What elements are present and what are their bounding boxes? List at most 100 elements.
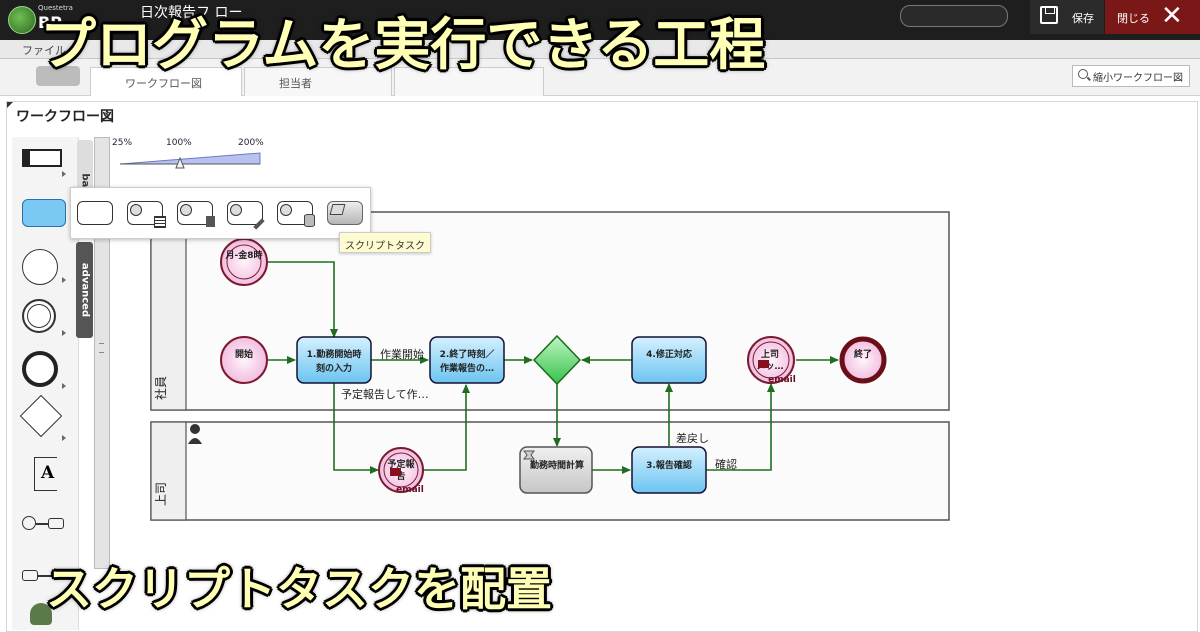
task-3-label: 3.報告確認 <box>646 459 692 471</box>
script-task: 勤務時間計算 <box>519 446 593 494</box>
popup-data-task[interactable] <box>277 201 315 227</box>
palette-tab-advanced-label: advanced <box>79 262 90 318</box>
palette-end-event[interactable] <box>22 351 58 387</box>
save-icon <box>1040 6 1058 24</box>
swimlane-employee: 社員 <box>150 211 950 411</box>
task-4-label: 4.修正対応 <box>646 348 692 360</box>
edge-label-send-back: 差戻し <box>676 431 709 445</box>
tab-workflow-diagram[interactable]: ワークフロー図 <box>90 67 242 96</box>
shape-palette: A <box>12 137 79 630</box>
expand-arrow-icon <box>62 435 66 441</box>
document-title: 日次報告フ ロー <box>140 5 243 21</box>
zoom-max-label: 200% <box>238 138 264 148</box>
edge-label-confirm: 確認 <box>715 457 737 471</box>
end-event: 終了 <box>839 336 887 384</box>
app-logo-label: Questetra <box>38 4 73 12</box>
swimlane-label: 社員 <box>153 376 168 400</box>
envelope-icon <box>758 360 769 368</box>
timer-start-event: 月-金8時 <box>220 238 268 286</box>
app-logo-sub: BP <box>38 13 62 32</box>
mini-workflow-label: 縮小ワークフロー図 <box>1093 73 1183 84</box>
close-icon: ✕ <box>1161 1 1183 31</box>
message-end-line2: メッ… <box>756 361 783 372</box>
timer-start-label: 月-金8時 <box>225 249 263 261</box>
pencil-icon <box>253 218 265 230</box>
expand-arrow-icon <box>62 383 66 389</box>
edge-label-schedule-report: 予定報告して作… <box>341 387 429 401</box>
palette-annotation[interactable]: A <box>34 457 57 491</box>
mini-workflow-button[interactable]: 縮小ワークフロー図 <box>1072 65 1190 87</box>
expand-arrow-icon <box>62 330 66 336</box>
start-event: 開始 <box>220 336 268 384</box>
popup-pdf-task[interactable] <box>177 201 215 227</box>
overlay-caption: スクリプトタスクを配置 <box>46 562 552 616</box>
tab-assignees[interactable]: 担当者 <box>244 67 392 96</box>
task-2-line2: 作業報告の… <box>440 362 494 374</box>
envelope-icon <box>390 468 401 476</box>
workflow-canvas[interactable]: 社員 上司 作業開始 予定報告して作… 差戻し 確認 月-金8時 <box>110 200 970 540</box>
palette-scrollbar[interactable] <box>94 137 110 569</box>
save-button-label: 保存 <box>1072 12 1094 25</box>
palette-tab-advanced[interactable]: advanced <box>76 242 93 338</box>
tab-label: 担当者 <box>279 77 312 90</box>
palette-task[interactable] <box>22 199 66 227</box>
task-2-line1: 2.終了時刻／ <box>440 348 495 360</box>
task-1: 1.勤務開始時 刻の入力 <box>296 336 372 384</box>
end-label: 終了 <box>854 348 872 360</box>
expand-arrow-icon <box>62 171 66 177</box>
person-icon <box>188 424 202 444</box>
message-end-line1: 上司 <box>761 348 779 360</box>
edge-task1-to-intermediate <box>333 383 379 474</box>
task-3: 3.報告確認 <box>631 446 707 494</box>
script-task-tooltip: スクリプトタスク <box>339 232 431 253</box>
message-end-badge: email <box>768 375 796 385</box>
database-icon <box>304 214 315 227</box>
panel-title: ワークフロー図 <box>16 109 114 125</box>
intermediate-line1: 予定報 <box>387 458 415 470</box>
popup-script-task[interactable] <box>327 201 363 225</box>
task-2: 2.終了時刻／ 作業報告の… <box>429 336 505 384</box>
save-button[interactable]: 保存 <box>1030 0 1104 34</box>
edge-timer-to-task1 <box>267 261 338 338</box>
magnifier-icon <box>1078 69 1088 79</box>
expand-arrow-icon <box>62 277 66 283</box>
edge-intermediate-to-task2 <box>420 384 470 471</box>
zoom-mid-label: 100% <box>166 138 192 148</box>
start-label: 開始 <box>235 348 253 360</box>
intermediate-message-event: 予定報 告 email <box>378 447 424 495</box>
palette-message-flow[interactable] <box>22 515 68 533</box>
back-button[interactable] <box>36 66 80 86</box>
palette-swimlane[interactable] <box>22 149 62 167</box>
palette-start-event[interactable] <box>22 249 58 285</box>
app-topbar: Questetra BP 日次報告フ ロー 保存 閉じる ✕ <box>0 0 1200 40</box>
collapse-corner-icon[interactable] <box>7 102 13 108</box>
sequence-flows <box>267 261 839 474</box>
palette-gateway[interactable] <box>19 394 63 438</box>
close-button[interactable]: 閉じる ✕ <box>1105 0 1200 34</box>
popup-edit-task[interactable] <box>227 201 265 230</box>
zoom-min-label: 25% <box>112 138 133 148</box>
top-search-field[interactable] <box>900 5 1008 27</box>
calculator-icon <box>154 216 166 228</box>
edge-label-work-start: 作業開始 <box>380 347 424 361</box>
palette-data-store[interactable] <box>30 603 52 625</box>
popup-human-task[interactable] <box>77 201 113 225</box>
script-icon <box>329 204 346 215</box>
palette-sequence-flow[interactable] <box>22 567 68 585</box>
intermediate-badge: email <box>396 485 424 495</box>
zoom-slider[interactable] <box>120 148 270 172</box>
script-icon <box>523 450 535 460</box>
popup-service-task[interactable] <box>127 201 166 228</box>
message-end-event: 上司 メッ… email <box>747 336 796 385</box>
menu-file[interactable]: ファイル <box>22 44 66 57</box>
tab-other[interactable] <box>394 67 544 96</box>
palette-intermediate-event[interactable] <box>22 299 56 333</box>
overlay-headline: プログラムを実行できる工程 <box>40 13 766 78</box>
close-button-label: 閉じる <box>1117 12 1150 25</box>
task-1-line2: 刻の入力 <box>316 362 352 374</box>
app-logo-icon <box>8 6 36 34</box>
task-type-popup <box>70 187 371 239</box>
zoom-slider-thumb <box>175 156 185 169</box>
swimlane-label: 上司 <box>154 482 168 506</box>
task-4: 4.修正対応 <box>631 336 707 384</box>
